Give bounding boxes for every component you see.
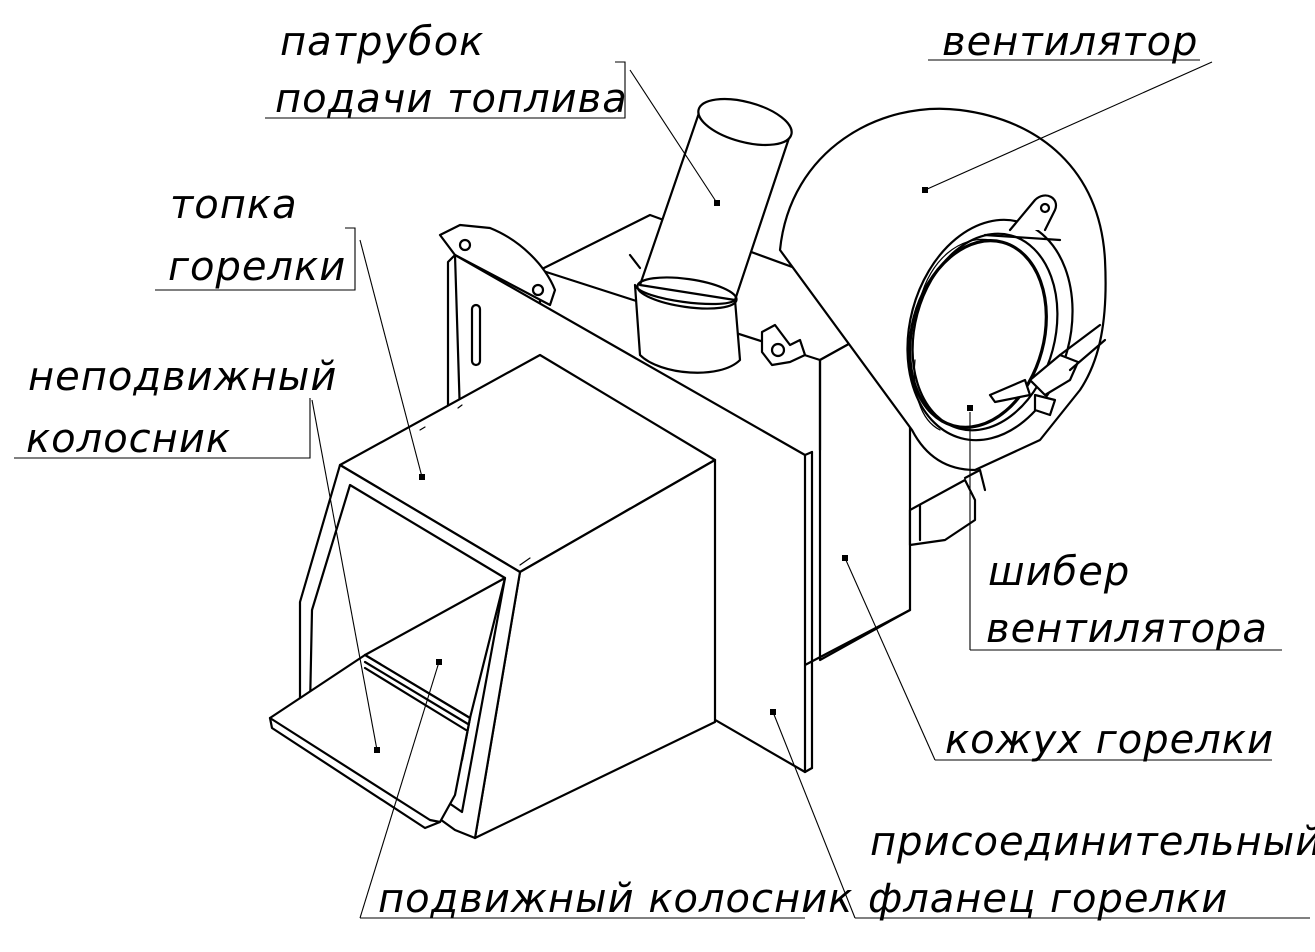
top-bracket-shape — [438, 223, 557, 307]
label-fuel-pipe-line2: подачи топлива — [275, 76, 628, 122]
label-flange-line1: присоединительный — [870, 819, 1315, 865]
label-fan-damper-line1: шибер — [988, 549, 1130, 595]
burner-drawing — [268, 97, 1107, 840]
firebox-shape — [268, 353, 717, 840]
label-burner-casing: кожух горелки — [945, 717, 1274, 763]
leader-fixed-grate — [14, 398, 380, 753]
fan-shape — [778, 107, 1107, 472]
labels: патрубок подачи топлива вентилятор топка… — [26, 19, 1315, 922]
leader-lines — [14, 59, 1310, 919]
leader-burner-casing — [842, 555, 1272, 761]
leader-flange — [770, 709, 1310, 919]
leader-fan — [922, 59, 1213, 193]
leader-movable-grate — [359, 659, 805, 919]
label-firebox-line2: горелки — [168, 244, 346, 290]
label-fixed-grate-line2: колосник — [26, 416, 231, 462]
label-firebox-line1: топка — [170, 182, 298, 228]
label-flange-line2: фланец горелки — [868, 876, 1228, 922]
label-fan: вентилятор — [942, 19, 1198, 65]
leader-fuel-pipe — [265, 61, 720, 206]
label-fuel-pipe-line1: патрубок — [280, 19, 484, 65]
label-fan-damper-line2: вентилятора — [986, 606, 1268, 652]
label-fixed-grate-line1: неподвижный — [28, 354, 337, 400]
leader-firebox — [155, 227, 425, 480]
label-movable-grate: подвижный колосник — [378, 876, 853, 922]
leader-fan-damper — [967, 405, 1282, 651]
